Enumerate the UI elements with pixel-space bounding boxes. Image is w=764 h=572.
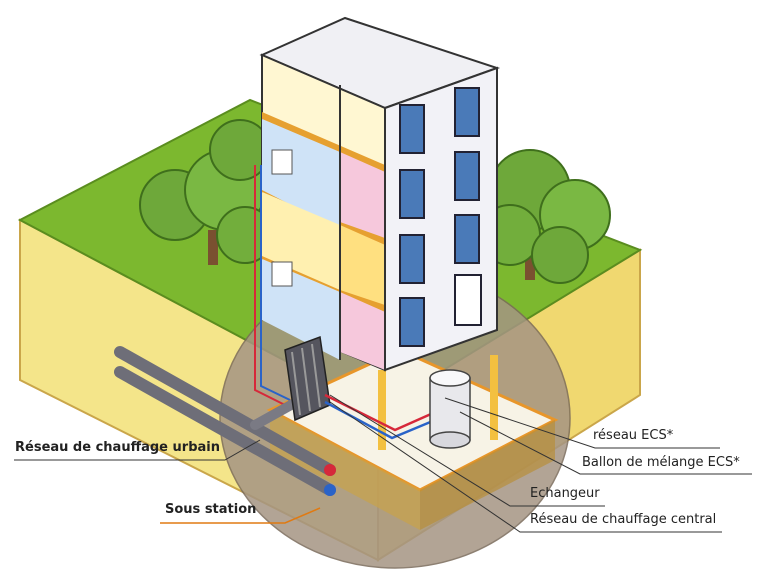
pipe-end-hot: [324, 464, 336, 476]
label-substation: Sous station: [165, 502, 257, 517]
leader-mixing-tank: [459, 411, 752, 475]
leader-exchanger: [329, 394, 605, 507]
pipe-end-cold: [324, 484, 336, 496]
cold-pipe-riser: [260, 165, 291, 401]
leader-substation: [160, 507, 321, 524]
tree-trunk: [525, 240, 535, 280]
district-pipe: [114, 346, 336, 476]
district-pipe: [114, 366, 336, 496]
column-right: [490, 355, 498, 440]
room-living: [262, 192, 340, 290]
window: [454, 214, 480, 264]
basement-wall-right: [420, 420, 555, 530]
hot-pipe-riser: [254, 165, 286, 406]
label-urban-network: Réseau de chauffage urbain: [15, 440, 220, 455]
label-central-network: Réseau de chauffage central: [530, 512, 717, 527]
building: [259, 16, 501, 372]
window: [399, 169, 425, 219]
window: [399, 234, 425, 284]
window: [454, 151, 480, 201]
floor-slab: [262, 112, 385, 172]
window: [399, 104, 425, 154]
radiator: [271, 261, 293, 287]
leader-lines: [14, 394, 752, 533]
exchanger-fin: [301, 347, 311, 412]
mixing-tank: [429, 369, 471, 449]
column-left: [378, 370, 386, 450]
room-bedroom: [340, 152, 385, 238]
basement-wall-left: [270, 410, 420, 530]
window: [454, 87, 480, 137]
leader-central-network: [329, 401, 722, 533]
leader-ecs-network: [444, 397, 720, 449]
label-ecs-network: réseau ECS*: [593, 428, 674, 443]
label-mixing-tank: Ballon de mélange ECS*: [582, 455, 740, 470]
exchanger-fin: [311, 343, 321, 408]
window: [399, 297, 425, 347]
exchanger-fin: [291, 351, 301, 416]
tank-bottom: [429, 431, 471, 449]
tank-body: [429, 377, 471, 441]
radiator: [271, 149, 293, 175]
room-bedroom: [340, 292, 385, 370]
entrance-door: [454, 274, 482, 326]
building-pipes: [254, 165, 291, 406]
tree-canopy: [531, 226, 589, 284]
label-exchanger: Echangeur: [530, 486, 600, 501]
room-bathroom: [262, 119, 340, 230]
tree-trunk: [208, 230, 218, 265]
room-kitchen: [340, 225, 385, 305]
tank-top: [429, 369, 471, 387]
leader-urban-network: [14, 439, 261, 461]
